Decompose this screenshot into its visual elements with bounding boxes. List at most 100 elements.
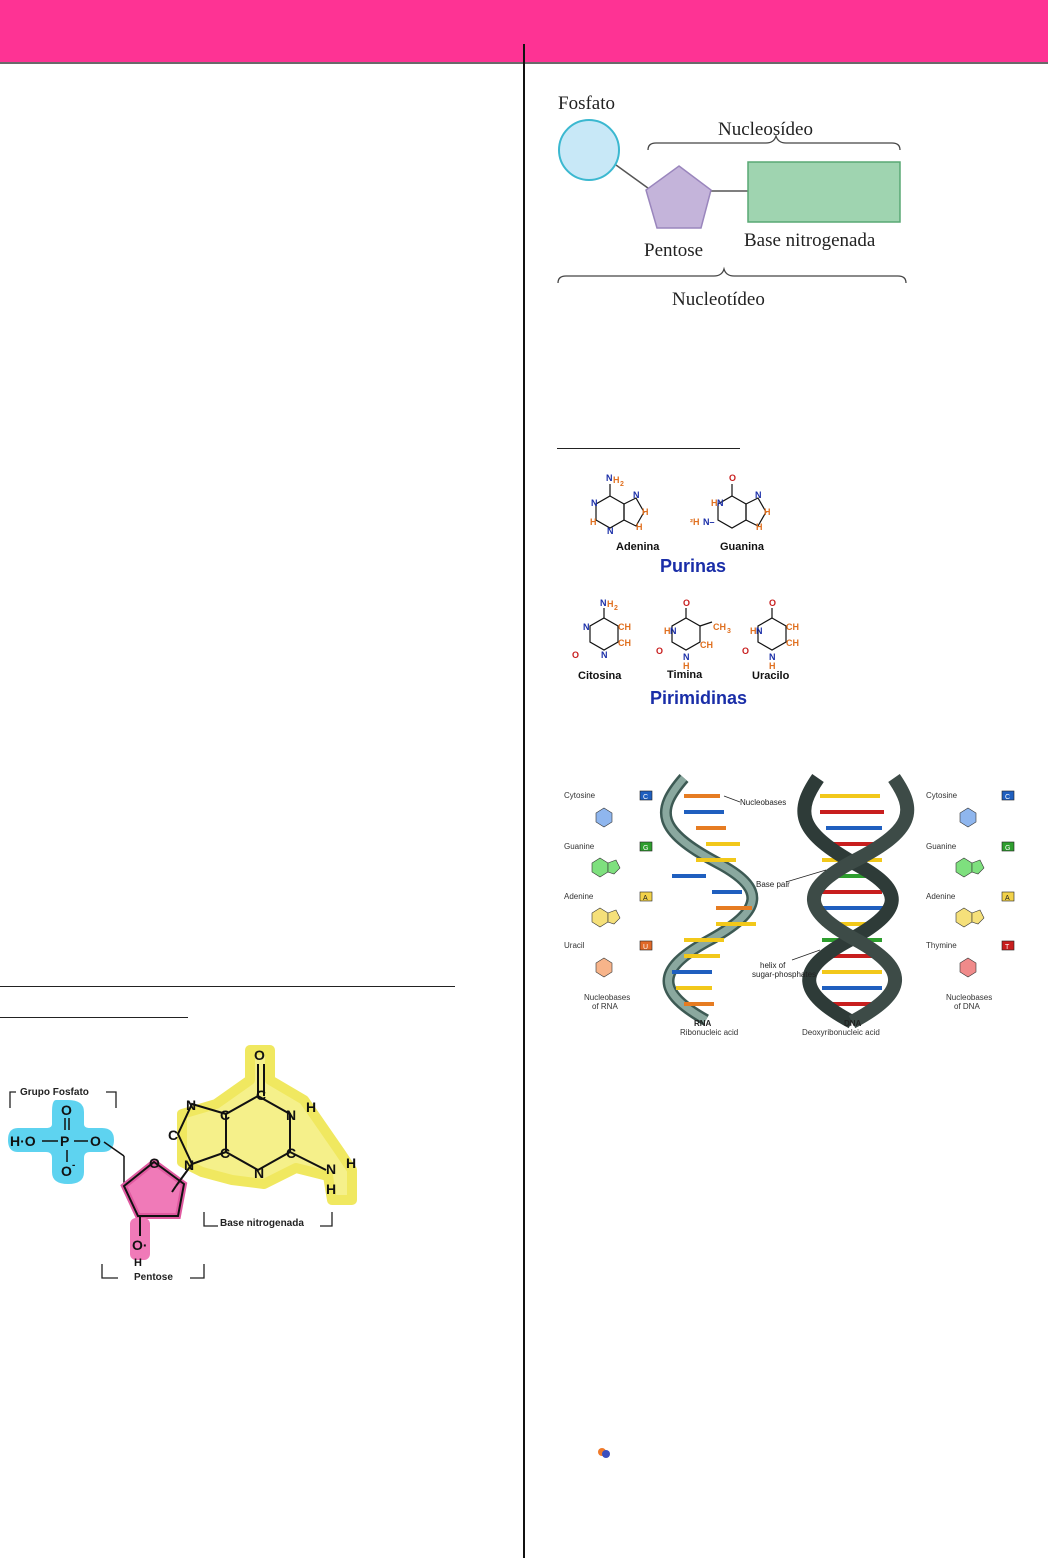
nucleobases-annotation: Nucleobases [740,798,786,807]
g-badge-left [639,841,653,852]
cytosine-label-right: Cytosine [926,791,958,800]
guanine-icon-right [955,857,973,878]
pirimidinas-label: Pirimidinas [650,688,747,708]
svg-text:CH: CH [786,638,799,648]
timina-label: Timina [667,669,703,681]
svg-text:N: N [683,652,690,662]
svg-text:N: N [600,598,607,608]
purinas-label: Purinas [660,556,726,576]
base-bracket-left [203,1212,218,1227]
svg-text:O: O [729,473,736,483]
rna-dna-helix-diagram: Cytosine C Guanine G Adenine A Uracil U … [564,774,1015,1037]
g-letter-left: G [643,845,648,852]
svg-text:N: N [717,498,724,508]
t-badge-right [1001,940,1015,951]
nucleotideo-label: Nucleotídeo [672,289,765,310]
svg-text:O: O [572,650,579,660]
pentose-ring [122,1160,186,1217]
section-rule-right [557,448,740,449]
guanine-label-left: Guanine [564,842,595,851]
dna-full-label: Deoxyribonucleic acid [802,1028,880,1037]
section-rule-left-1 [0,986,455,987]
glycosidic-bond [171,1185,177,1193]
svg-text:H·O: H·O [10,1133,36,1149]
oh-label: O· [132,1237,148,1253]
thymine-label-right: Thymine [926,941,957,950]
g-letter-right: G [1005,845,1010,852]
uracilo-label: Uracilo [752,670,790,682]
grupo-fosfato-label: Grupo Fosfato [20,1087,89,1098]
svg-text:H: H [326,1181,336,1197]
svg-text:²H: ²H [690,517,700,527]
svg-text:P: P [60,1133,69,1149]
svg-text:N: N [601,650,608,660]
bracket-gap [16,1084,106,1100]
svg-text:O: O [769,598,776,608]
svg-text:H: H [664,626,671,636]
svg-text:O: O [61,1163,72,1179]
a-letter-left: A [643,895,648,902]
bond-line [103,1141,125,1157]
adenine-icon-ring [607,909,621,925]
svg-text:H: H [306,1099,316,1115]
pentose-bracket-left [101,1264,118,1279]
svg-text:H: H [613,475,620,485]
svg-text:H: H [750,626,757,636]
svg-text:N: N [670,626,677,636]
svg-text:H: H [711,498,718,508]
cytosine-label-left: Cytosine [564,791,596,800]
phosphate-highlight [8,1100,114,1184]
svg-text:2: 2 [614,605,618,612]
oh-highlight [130,1218,150,1260]
adenine-label-right: Adenine [926,892,956,901]
citosina-label: Citosina [578,670,622,682]
svg-text:2: 2 [620,481,624,488]
svg-text:C: C [286,1145,296,1161]
svg-text:N: N [254,1165,264,1181]
sugar-phosphates-annotation: sugar-phosphates [752,970,816,979]
svg-text:C: C [220,1107,230,1123]
svg-text:N: N [286,1107,296,1123]
svg-text:N: N [591,498,598,508]
svg-text:N–: N– [703,517,715,527]
guanina-label: Guanina [720,541,765,553]
svg-text:O: O [90,1133,101,1149]
guanine-icon [591,857,609,878]
uracil-icon [595,957,613,978]
base-nitrogenada-label: Base nitrogenada [220,1218,304,1229]
nucleosideo-label: Nucleosídeo [718,119,813,140]
section-rule-left-2 [0,1017,188,1018]
base-rings [175,1064,327,1187]
svg-text:N: N [607,526,614,536]
bond-line [615,164,653,192]
cytosine-icon [595,807,613,828]
svg-text:O: O [61,1102,72,1118]
adenine-icon-right [955,907,973,928]
svg-text:N: N [606,473,613,483]
c-badge-left [639,790,653,801]
decorative-mark [598,1448,610,1458]
svg-text:N: N [186,1097,196,1113]
svg-text:N: N [326,1161,336,1177]
svg-text:CH: CH [713,622,726,632]
guanine-label-right: Guanine [926,842,957,851]
c-badge-right [1001,790,1015,801]
svg-text:H: H [590,517,597,527]
svg-text:N: N [769,652,776,662]
base-highlight [177,1045,357,1205]
nucleobases-arrow [723,795,741,803]
pentose-oxygen: O [149,1155,160,1171]
pentose-pentagon [645,165,712,229]
of-dna-label: of DNA [954,1002,980,1011]
u-letter-left: U [643,944,648,951]
svg-text:-: - [72,1160,75,1171]
nucleotideo-brace [557,266,907,284]
svg-text:N: N [756,626,763,636]
dna-label: DNA [844,1019,862,1028]
svg-text:O: O [254,1047,265,1063]
